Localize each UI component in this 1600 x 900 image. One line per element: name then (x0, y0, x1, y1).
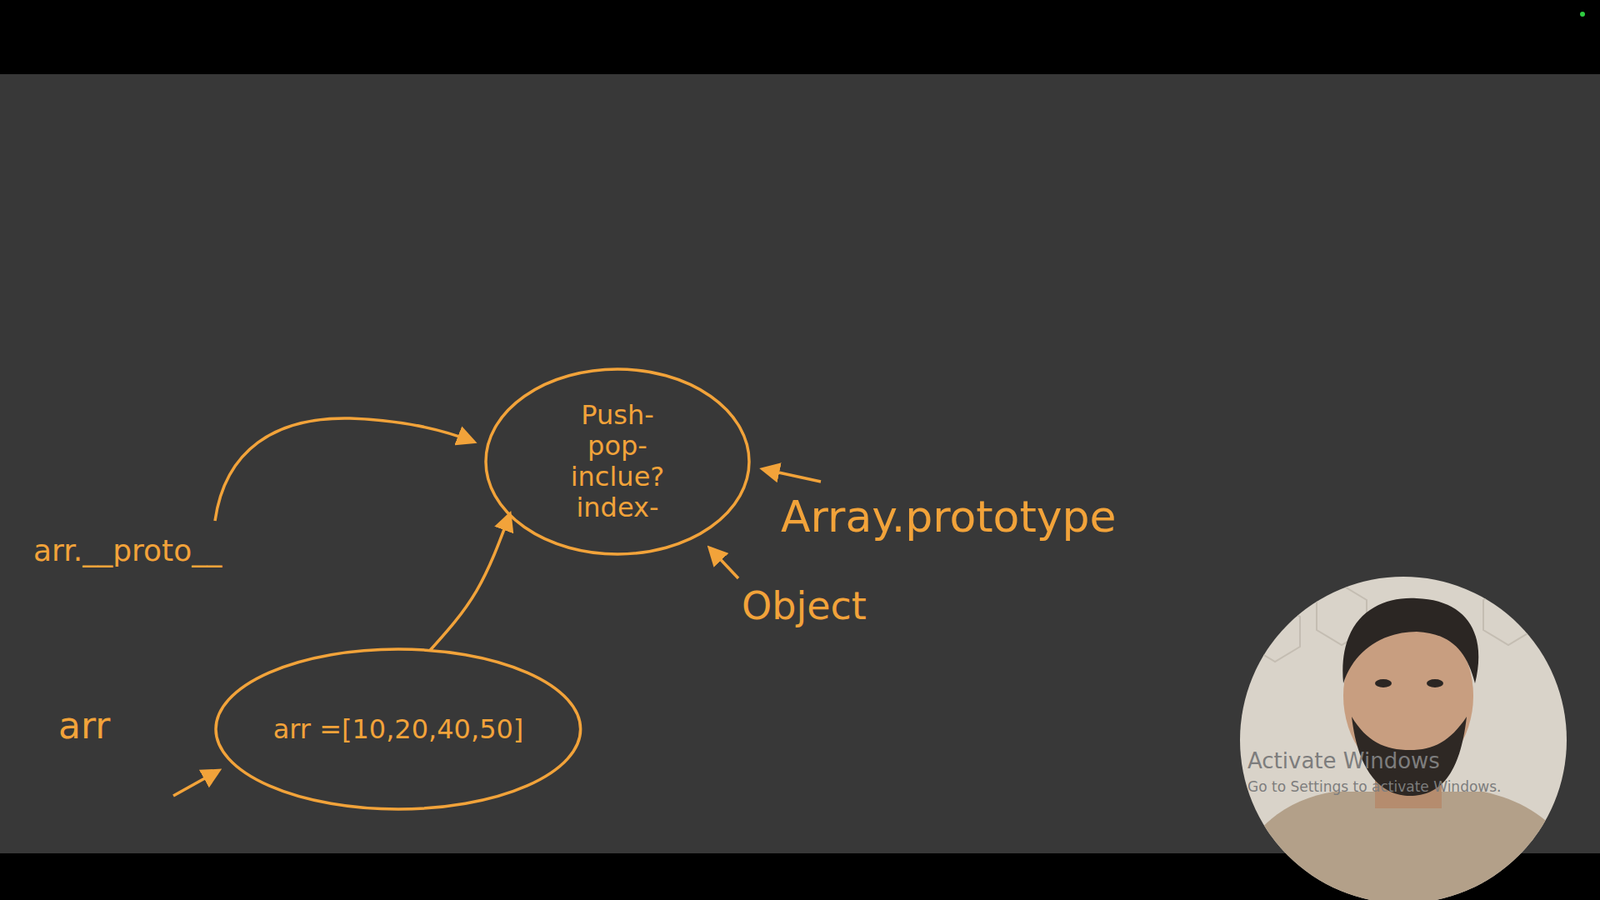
property-label: arr.__proto__ (33, 533, 222, 568)
ellipse-node: Push-pop-inclue?index- (484, 367, 751, 556)
node-text: arr =[10,20,40,50] (273, 714, 525, 745)
ellipse-node: arr =[10,20,40,50] (214, 647, 583, 811)
node-text: Push- (580, 400, 655, 431)
watermark: Go to Settings to activate Windows. (1247, 778, 1502, 795)
variable-label: arr (58, 704, 110, 747)
top-bar (0, 0, 1600, 75)
leader-arrow (215, 418, 474, 521)
node-content: arr =[10,20,40,50] (273, 714, 525, 745)
object-label: Object (741, 583, 867, 629)
node-text: inclue? (570, 461, 665, 493)
leader-arrow (763, 469, 821, 482)
webcam (1225, 566, 1600, 900)
watermark: Activate Windows (1247, 748, 1440, 774)
leader-arrow (710, 548, 739, 579)
status-dot (1580, 11, 1585, 17)
node-content: Push-pop-inclue?index- (570, 400, 665, 523)
node-text: pop- (587, 430, 648, 462)
arrow-connector (430, 515, 510, 651)
prototype-label: Array.prototype (780, 491, 1117, 542)
leader-arrow (173, 770, 219, 796)
node-text: index- (575, 492, 659, 524)
